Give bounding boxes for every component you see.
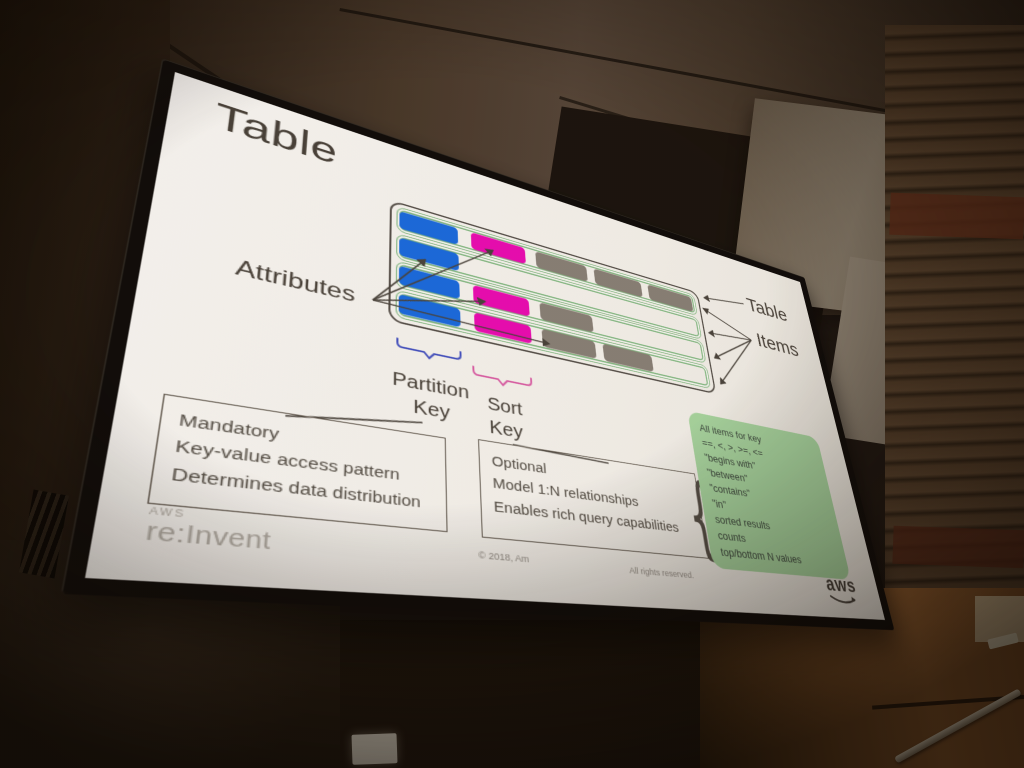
- aws-logo-text: aws: [823, 572, 859, 598]
- attributes-arrow: [373, 300, 550, 344]
- floor-vent: [351, 733, 398, 765]
- wood-accent-band: [889, 192, 1024, 240]
- attributes-arrow: [373, 216, 497, 329]
- attributes-arrow: [373, 273, 487, 326]
- wood-accent-band: [892, 525, 1024, 569]
- table-arrow: [703, 291, 745, 309]
- items-arrow: [710, 329, 762, 394]
- partition-key-bracket: [397, 338, 461, 364]
- aws-logo: aws: [817, 572, 867, 608]
- items-arrow: [703, 308, 751, 340]
